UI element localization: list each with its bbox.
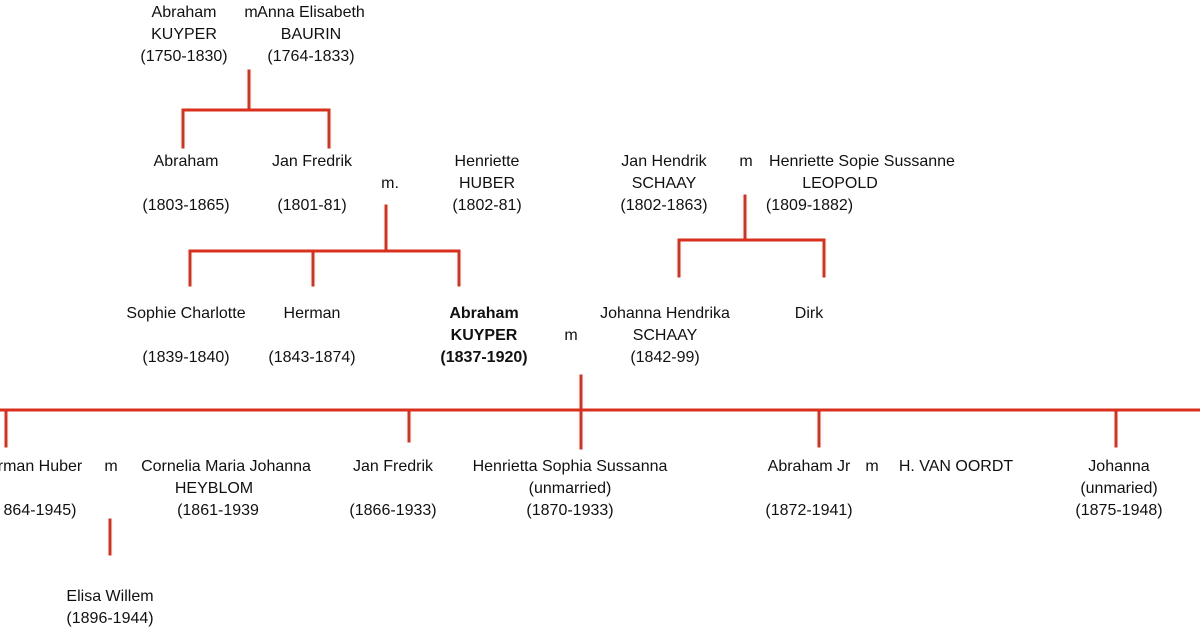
person-name: Sophie Charlotte (126, 305, 246, 322)
person-name: Jan Fredrik (271, 153, 353, 170)
person-first-name: Anna Elisabeth (257, 4, 365, 21)
person-abraham-kuyper-1837: Abraham KUYPER (1837-1920) (440, 303, 527, 369)
person-johanna-1875: Johanna (unmaried) (1875-1948) (1075, 456, 1162, 522)
person-years: (1802-1863) (620, 197, 708, 214)
person-years: (1866-1933) (349, 502, 437, 519)
person-years: (1872-1941) (765, 502, 853, 519)
marriage-marker-vanoordt: m (865, 458, 879, 475)
person-years: (1750-1830) (140, 48, 228, 65)
person-abraham-jr: Abraham Jr (1872-1941) (765, 456, 852, 522)
person-henrietta-sophia-sussanna: Henrietta Sophia Sussanna (unmarried) (1… (473, 456, 668, 522)
person-jan-hendrik-schaay: Jan Hendrik SCHAAY (1802-1863) (620, 151, 707, 217)
person-years: (1842-99) (630, 349, 700, 366)
person-anna-elisabeth-baurin: Anna Elisabeth BAURIN (1764-1833) (257, 2, 365, 68)
person-name: H. VAN OORDT (898, 458, 1014, 475)
marriage-marker-gen1: m (244, 4, 258, 21)
person-years: (1803-1865) (142, 197, 230, 214)
person-jan-fredrik-1866: Jan Fredrik (1866-1933) (349, 456, 436, 522)
person-first-name: Abraham (151, 4, 217, 21)
person-first-name: Johanna Hendrika (600, 305, 730, 322)
person-name: rman Huber (0, 458, 83, 475)
person-years: (1764-1833) (267, 48, 355, 65)
person-cornelia-heyblom: Cornelia Maria Johanna HEYBLOM (1861-193… (141, 456, 311, 522)
person-name: Johanna (1088, 458, 1150, 475)
person-surname: HEYBLOM (174, 480, 254, 497)
person-abraham-1803: Abraham (1803-1865) (142, 151, 229, 217)
person-years: (1870-1933) (526, 502, 614, 519)
marriage-marker-schaay: m (739, 153, 753, 170)
person-years: (1843-1874) (268, 349, 356, 366)
person-surname: SCHAAY (631, 175, 697, 192)
marriage-marker-heyblom: m (104, 458, 118, 475)
person-years: 864-1945) (3, 502, 77, 519)
person-first-name: Henriette (454, 153, 520, 170)
person-years: (1875-1948) (1075, 502, 1163, 519)
person-years: (1837-1920) (440, 349, 528, 366)
marriage-marker-huber: m. (381, 175, 399, 192)
person-name: Dirk (794, 305, 824, 322)
person-note: (unmarried) (528, 480, 612, 497)
person-years: (1861-1939 (177, 502, 259, 519)
person-first-name: Cornelia Maria Johanna (141, 458, 311, 475)
person-name: Jan Fredrik (352, 458, 434, 475)
person-surname: KUYPER (151, 26, 217, 43)
person-first-name: Jan Hendrik (621, 153, 707, 170)
person-name: Herman (283, 305, 341, 322)
person-first-name: Abraham (449, 305, 519, 322)
person-years: (1802-81) (452, 197, 522, 214)
person-henriette-sopie-leopold: Henriette Sopie Sussanne LEOPOLD (1809-1… (766, 151, 958, 217)
person-h-van-oordt: H. VAN OORDT (899, 456, 1013, 478)
person-years: (1839-1840) (142, 349, 230, 366)
person-first-name: Henriette Sopie Sussanne (769, 153, 955, 170)
person-years: (1801-81) (277, 197, 347, 214)
person-surname: BAURIN (280, 26, 342, 43)
person-elisa-willem: Elisa Willem (1896-1944) (66, 586, 153, 630)
person-note: (unmaried) (1080, 480, 1158, 497)
person-surname: HUBER (458, 175, 515, 192)
person-sophie-charlotte: Sophie Charlotte (1839-1840) (126, 303, 245, 369)
person-years: (1896-1944) (66, 610, 154, 627)
person-herman-huber: rman Huber 864-1945) (0, 456, 82, 522)
person-surname: KUYPER (450, 327, 518, 344)
person-surname: SCHAAY (632, 327, 698, 344)
person-jan-fredrik-1801: Jan Fredrik (1801-81) (272, 151, 352, 217)
person-name: Elisa Willem (66, 588, 154, 605)
person-years: (1809-1882) (765, 197, 854, 214)
person-dirk: Dirk (795, 303, 823, 325)
person-name: Abraham Jr (767, 458, 851, 475)
person-johanna-hendrika-schaay: Johanna Hendrika SCHAAY (1842-99) (600, 303, 730, 369)
person-name: Abraham (153, 153, 219, 170)
person-abraham-kuyper-1750: Abraham KUYPER (1750-1830) (140, 2, 227, 68)
person-surname: LEOPOLD (802, 175, 878, 192)
person-herman-1843: Herman (1843-1874) (268, 303, 355, 369)
marriage-marker-gen3: m (564, 327, 578, 344)
person-name: Henrietta Sophia Sussanna (472, 458, 668, 475)
person-henriette-huber: Henriette HUBER (1802-81) (452, 151, 521, 217)
